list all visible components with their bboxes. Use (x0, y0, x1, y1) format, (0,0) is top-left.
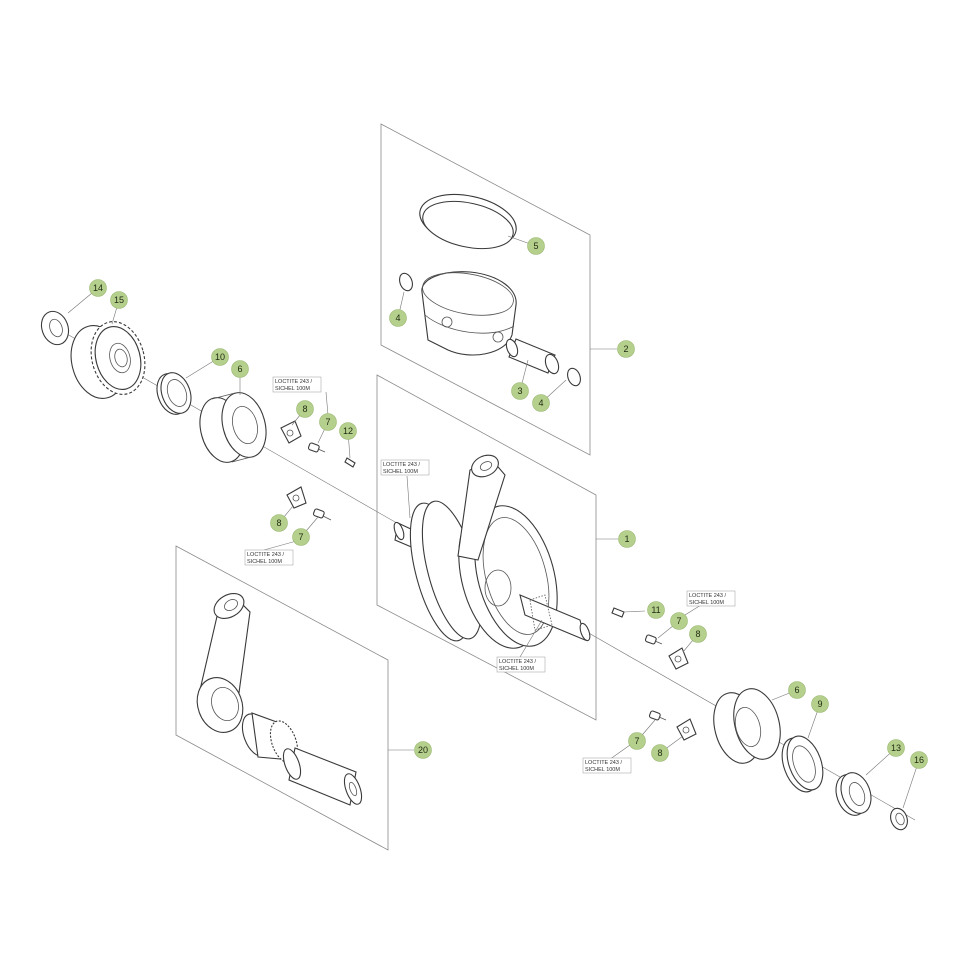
callout-8-right-upper: 8 (689, 625, 707, 643)
clip-part-8-right-upper (668, 647, 689, 670)
svg-text:7: 7 (298, 532, 303, 542)
callout-8-lower-left: 8 (270, 514, 288, 532)
callout-3: 3 (511, 382, 529, 400)
callout-7-right-upper: 7 (670, 612, 688, 630)
clip-part-8-upper-left (280, 420, 302, 444)
callout-7-upper-left: 7 (319, 413, 337, 431)
callout-8-right-lower: 8 (651, 744, 669, 762)
piston-body (421, 271, 517, 356)
svg-text:4: 4 (395, 313, 400, 323)
svg-text:4: 4 (538, 398, 543, 408)
svg-text:7: 7 (634, 736, 639, 746)
svg-text:LOCTITE 243 /: LOCTITE 243 / (247, 552, 284, 558)
callout-10: 10 (211, 348, 229, 366)
piston-group-frame (380, 123, 591, 456)
svg-text:7: 7 (325, 417, 330, 427)
conrod-group-frame (175, 545, 389, 851)
screw-part-7-lower-left (312, 508, 332, 521)
crank-pin-part-20 (282, 747, 363, 806)
svg-text:13: 13 (891, 743, 901, 753)
svg-text:8: 8 (302, 404, 307, 414)
svg-text:7: 7 (676, 616, 681, 626)
svg-text:1: 1 (624, 534, 629, 544)
svg-text:8: 8 (695, 629, 700, 639)
loctite-label-4: LOCTITE 243 / SICHEL 100M (496, 656, 546, 673)
callout-2: 2 (617, 340, 635, 358)
screw-part-7-upper-left (307, 442, 326, 453)
svg-text:11: 11 (651, 605, 660, 615)
svg-text:6: 6 (794, 685, 799, 695)
loctite-label-6: LOCTITE 243 / SICHEL 100M (582, 757, 632, 774)
piston-pin-part-3 (505, 338, 560, 375)
crankshaft-part-1 (393, 454, 591, 649)
callout-4-right: 4 (532, 394, 550, 412)
svg-text:8: 8 (276, 518, 281, 528)
svg-text:20: 20 (418, 745, 428, 755)
bearing-part-6-left (199, 392, 267, 463)
callout-12: 12 (339, 422, 357, 440)
svg-text:2: 2 (623, 344, 628, 354)
callout-15: 15 (110, 291, 128, 309)
key-part-11 (611, 607, 625, 618)
svg-text:LOCTITE 243 /: LOCTITE 243 / (499, 659, 536, 665)
loctite-label-1: LOCTITE 243 / SICHEL 100M (272, 376, 322, 393)
callout-8-upper-left: 8 (296, 400, 314, 418)
callout-14: 14 (89, 279, 107, 297)
seal-part-9 (781, 735, 824, 793)
svg-text:8: 8 (657, 748, 662, 758)
svg-text:LOCTITE 243 /: LOCTITE 243 / (585, 760, 622, 766)
svg-text:14: 14 (93, 283, 103, 293)
svg-text:16: 16 (914, 755, 924, 765)
callout-7-right-lower: 7 (628, 732, 646, 750)
callout-13: 13 (887, 739, 905, 757)
svg-text:LOCTITE 243 /: LOCTITE 243 / (383, 462, 420, 468)
svg-text:3: 3 (517, 386, 522, 396)
svg-text:SICHEL 100M: SICHEL 100M (247, 559, 282, 565)
screw-part-7-right-upper (644, 634, 663, 645)
loctite-label-3: LOCTITE 243 / SICHEL 100M (380, 459, 430, 476)
piston-ring-part-5 (419, 193, 517, 250)
pin-part-12 (344, 457, 356, 468)
svg-text:12: 12 (343, 426, 353, 436)
svg-text:SICHEL 100M: SICHEL 100M (275, 386, 310, 392)
callout-5: 5 (527, 237, 545, 255)
nut-part-16 (890, 807, 908, 831)
clip-part-8-right-lower (676, 718, 697, 741)
svg-text:10: 10 (215, 352, 225, 362)
svg-text:SICHEL 100M: SICHEL 100M (585, 767, 620, 773)
callout-7-lower-left: 7 (292, 528, 310, 546)
callout-16: 16 (910, 751, 928, 769)
callout-4-left: 4 (389, 309, 407, 327)
svg-text:SICHEL 100M: SICHEL 100M (383, 469, 418, 475)
svg-text:LOCTITE 243 /: LOCTITE 243 / (275, 379, 312, 385)
svg-text:5: 5 (533, 241, 538, 251)
bearing-part-6-right (713, 688, 781, 764)
callout-6-right: 6 (788, 681, 806, 699)
svg-text:6: 6 (237, 364, 242, 374)
clip-part-8-lower-left (286, 486, 307, 509)
callout-9: 9 (811, 695, 829, 713)
callout-1: 1 (618, 530, 636, 548)
svg-text:SICHEL 100M: SICHEL 100M (689, 600, 724, 606)
circlip-part-4-right (567, 367, 581, 387)
washer-part-14 (40, 310, 70, 346)
seal-part-10 (156, 372, 192, 415)
spacer-part-13 (835, 772, 872, 816)
svg-text:9: 9 (817, 699, 822, 709)
crankshaft-group-frame (376, 374, 597, 721)
callout-20: 20 (414, 741, 432, 759)
conrod-kit-part-20 (196, 593, 251, 733)
svg-text:15: 15 (114, 295, 124, 305)
gear-part-15 (70, 321, 146, 399)
svg-text:LOCTITE 243 /: LOCTITE 243 / (689, 593, 726, 599)
svg-text:SICHEL 100M: SICHEL 100M (499, 666, 534, 672)
circlip-part-4-left (399, 272, 413, 292)
loctite-label-2: LOCTITE 243 / SICHEL 100M (244, 549, 294, 566)
callout-6-left: 6 (231, 360, 249, 378)
screw-part-7-right-lower (648, 710, 667, 721)
loctite-label-5: LOCTITE 243 / SICHEL 100M (686, 590, 736, 607)
callout-11: 11 (647, 601, 665, 619)
